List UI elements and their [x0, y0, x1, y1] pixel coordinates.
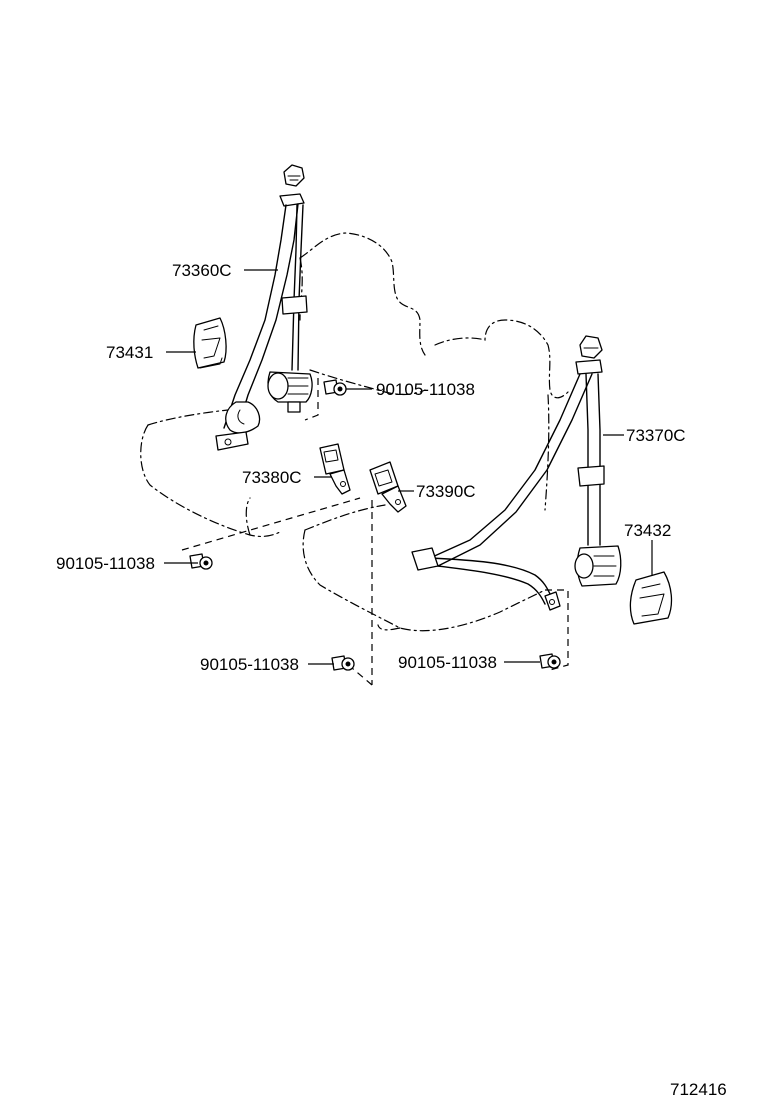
label-bolt-left: 90105-11038 [56, 554, 155, 573]
label-73390c: 73390C [416, 482, 476, 501]
leader-lines [164, 269, 653, 665]
bolt-center [331, 655, 355, 671]
label-73431: 73431 [106, 343, 153, 362]
label-73360c: 73360C [172, 261, 232, 280]
rear-seat-outline [140, 232, 569, 686]
seat-belt-assy-73370c [411, 335, 622, 611]
cover-73431 [193, 317, 227, 369]
bolt-left [189, 553, 213, 570]
label-bolt-upper: 90105-11038 [376, 380, 475, 399]
label-bolt-center: 90105-11038 [200, 655, 299, 674]
label-73432: 73432 [624, 521, 671, 540]
label-bolt-right: 90105-11038 [398, 653, 497, 672]
cover-73432 [629, 571, 673, 625]
label-73370c: 73370C [626, 426, 686, 445]
figure-number: 712416 [670, 1080, 727, 1099]
buckle-73390c [369, 461, 407, 513]
label-73380c: 73380C [242, 468, 302, 487]
bolt-upper [323, 379, 347, 396]
bolt-right [539, 653, 561, 669]
seat-belt-assy-73360c [215, 164, 313, 451]
buckle-73380c [319, 443, 351, 495]
